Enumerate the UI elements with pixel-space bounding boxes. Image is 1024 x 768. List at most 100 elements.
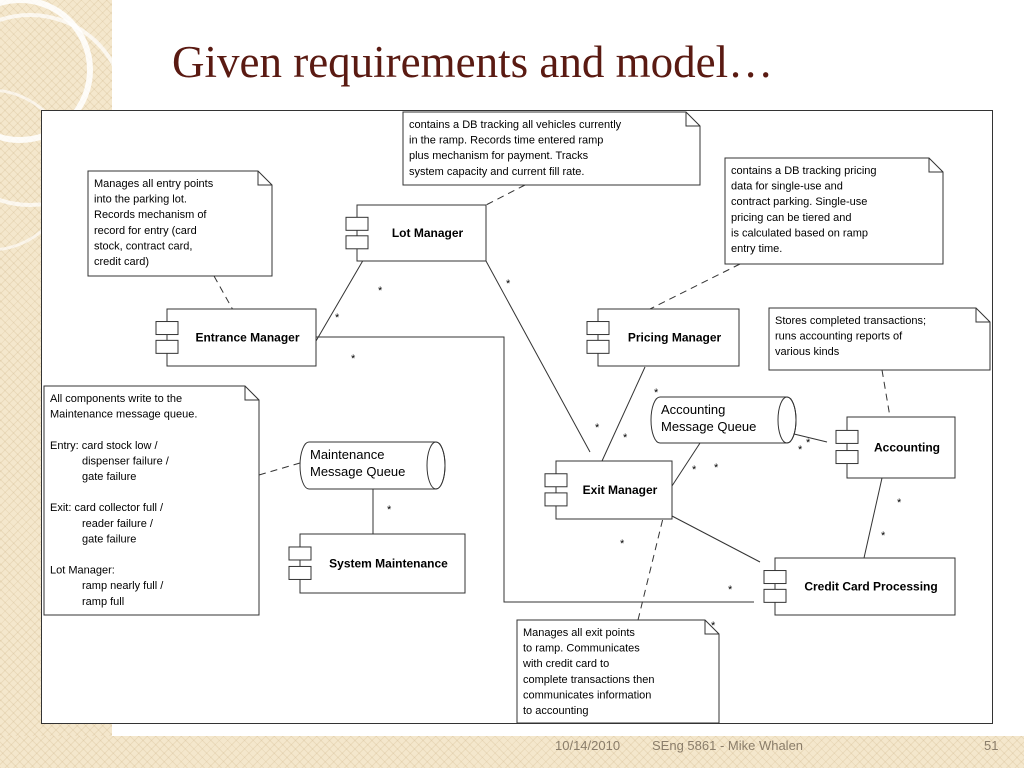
accounting-port-icon [835, 450, 859, 465]
multiplicity-marker: * [897, 497, 902, 509]
lot-db-note-line: in the ramp. Records time entered ramp [409, 135, 603, 147]
exit-manager-box [555, 460, 673, 520]
multiplicity-marker: * [378, 285, 383, 297]
maintenance-note-line: Exit: card collector full / [50, 502, 164, 514]
component-system-maintenance: System Maintenance [288, 533, 466, 594]
accounting-port-icon [835, 429, 859, 444]
transactions-note-line: Stores completed transactions; [775, 315, 926, 327]
exit-manager-port-icon [544, 473, 568, 488]
credit-card-processing-port-icon [763, 570, 787, 585]
bottom-decorative-strip [0, 736, 1024, 768]
entry-note-line: stock, contract card, [94, 240, 192, 252]
transactions-note-line: various kinds [775, 346, 840, 358]
multiplicities-layer: ***************** [335, 278, 902, 632]
anchor-exit-note [637, 505, 667, 621]
system-maintenance-label: System Maintenance [329, 557, 448, 571]
multiplicity-marker: * [714, 462, 719, 474]
maintenance-queue-label-line: Message Queue [310, 464, 405, 479]
exit-manager-label: Exit Manager [583, 483, 658, 497]
transactions-note-line: runs accounting reports of [775, 331, 903, 343]
component-pricing-manager: Pricing Manager [586, 308, 740, 367]
pricing-note-line: contains a DB tracking pricing [731, 165, 877, 177]
footer-course: SEng 5861 - Mike Whalen [652, 738, 804, 753]
link-exit-creditcard [671, 515, 761, 563]
pricing-manager-box [597, 308, 740, 367]
pricing-note-line: data for single-use and [731, 181, 843, 193]
multiplicity-marker: * [654, 387, 659, 399]
maintenance-queue-label-line: Maintenance [310, 447, 384, 462]
maintenance-note-fold [244, 386, 259, 401]
lot-manager-label: Lot Manager [392, 226, 464, 240]
pricing-manager-label: Pricing Manager [628, 331, 722, 345]
pricing-note-line: is calculated based on ramp [731, 227, 868, 239]
lot-manager-port-icon [345, 216, 369, 231]
multiplicity-marker: * [595, 422, 600, 434]
entrance-manager-box [166, 308, 317, 367]
entry-note-line: Manages all entry points [94, 178, 214, 190]
pricing-note-line: contract parking. Single-use [731, 196, 867, 208]
exit-note-box [516, 619, 720, 723]
footer-page-number: 51 [984, 738, 999, 753]
connector-lines [315, 244, 883, 603]
system-maintenance-box [299, 533, 466, 594]
maintenance-note-line: ramp full [82, 596, 124, 608]
exit-note-fold [704, 620, 719, 635]
maintenance-note-line: Entry: card stock low / [50, 440, 159, 452]
credit-card-processing-port-icon [763, 588, 787, 603]
multiplicity-marker: * [335, 312, 340, 324]
multiplicity-marker: * [506, 278, 511, 290]
lot-db-note-line: contains a DB tracking all vehicles curr… [409, 119, 622, 131]
maintenance-queue-cylinder-end [426, 441, 446, 490]
anchor-lot-db-note [485, 184, 526, 206]
exit-note-line: to accounting [523, 705, 588, 717]
maintenance-note-line: gate failure [82, 471, 136, 483]
notes-layer: contains a DB tracking all vehicles curr… [43, 111, 991, 723]
note-exit-note: Manages all exit points to ramp. Communic… [516, 619, 720, 723]
component-credit-card-processing: Credit Card Processing [763, 557, 956, 616]
accounting-box [846, 416, 956, 479]
accounting-queue-label-line: Message Queue [661, 419, 756, 434]
note-lot-db-note: contains a DB tracking all vehicles curr… [402, 111, 701, 186]
entry-note-fold [257, 171, 272, 186]
exit-note-line: to ramp. Communicates [523, 643, 640, 655]
component-lot-manager: Lot Manager [345, 204, 487, 262]
multiplicity-marker: * [798, 444, 803, 456]
multiplicity-marker: * [711, 620, 716, 632]
component-exit-manager: Exit Manager [544, 460, 673, 520]
multiplicity-marker: * [623, 432, 628, 444]
maintenance-note-line: dispenser failure / [82, 455, 170, 467]
note-anchors [213, 184, 891, 621]
anchor-pricing-note [649, 263, 741, 310]
accounting-queue-cylinder-end [777, 396, 797, 444]
multiplicity-marker: * [881, 530, 886, 542]
link-accounting-creditcard [863, 477, 883, 559]
multiplicity-marker: * [620, 538, 625, 550]
maintenance-note-line: gate failure [82, 533, 136, 545]
entrance-manager-port-icon [155, 321, 179, 336]
anchor-maintenance-note [258, 462, 301, 476]
entrance-manager-port-icon [155, 339, 179, 354]
entry-note-line: credit card) [94, 256, 149, 268]
lot-manager-box [356, 204, 487, 262]
credit-card-processing-box [774, 557, 956, 616]
note-transactions-note: Stores completed transactions; runs accou… [768, 307, 991, 371]
lot-db-note-box [402, 111, 701, 186]
lot-db-note-line: plus mechanism for payment. Tracks [409, 150, 589, 162]
multiplicity-marker: * [387, 504, 392, 516]
entrance-manager-label: Entrance Manager [195, 331, 299, 345]
pricing-note-line: entry time. [731, 243, 782, 255]
exit-note-line: Manages all exit points [523, 627, 635, 639]
link-entrance-creditcard [316, 336, 754, 603]
exit-note-line: communicates information [523, 689, 651, 701]
link-accounting-accqueue [793, 433, 828, 443]
maintenance-note-line: All components write to the [50, 393, 182, 405]
exit-note-line: with credit card to [522, 658, 609, 670]
lot-db-note-fold [685, 112, 700, 127]
slide-title: Given requirements and model… [172, 37, 774, 87]
